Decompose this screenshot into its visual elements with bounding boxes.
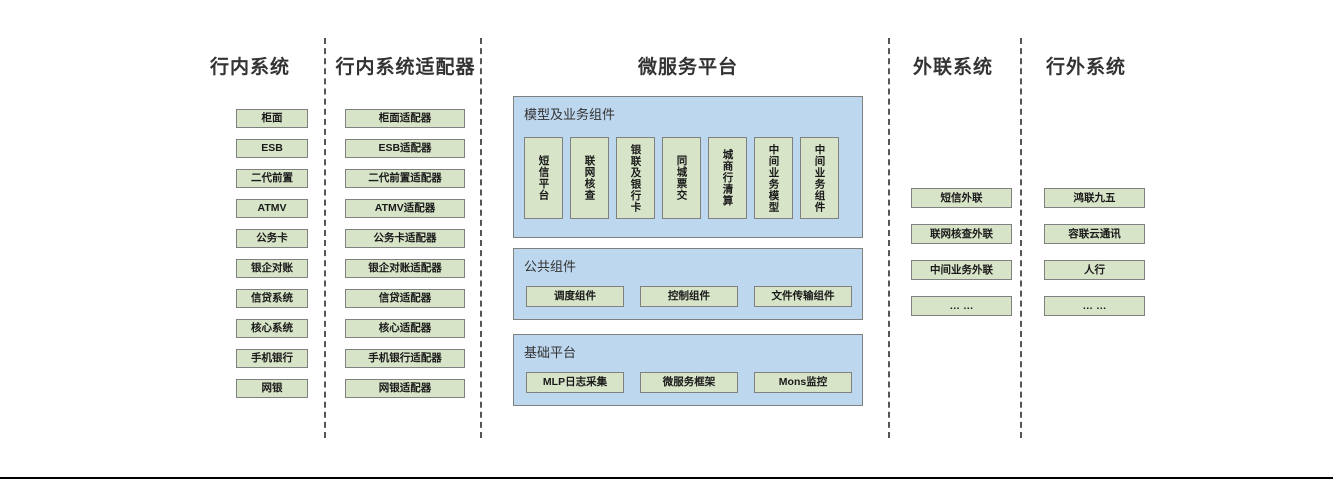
divider-1 (324, 38, 326, 438)
node-external-link-system[interactable]: … … (911, 296, 1012, 316)
node-model-component[interactable]: 城商行清算 (708, 137, 747, 219)
node-outside-bank-system[interactable]: 鸿联九五 (1044, 188, 1145, 208)
panel-base-platform: 基础平台 (513, 334, 863, 406)
node-internal-adapter[interactable]: ESB适配器 (345, 139, 465, 158)
node-internal-system[interactable]: ATMV (236, 199, 308, 218)
node-external-link-system[interactable]: 中间业务外联 (911, 260, 1012, 280)
column-title-internal-systems: 行内系统 (209, 57, 290, 78)
panel-label-public-components: 公共组件 (524, 259, 577, 274)
column-title-internal-adapters: 行内系统适配器 (335, 57, 476, 78)
divider-2 (480, 38, 482, 438)
node-external-link-system[interactable]: 短信外联 (911, 188, 1012, 208)
node-internal-adapter[interactable]: 公务卡适配器 (345, 229, 465, 248)
node-internal-system[interactable]: 网银 (236, 379, 308, 398)
node-internal-adapter[interactable]: 信贷适配器 (345, 289, 465, 308)
node-model-component[interactable]: 银联及银行卡 (616, 137, 655, 219)
node-outside-bank-system[interactable]: 容联云通讯 (1044, 224, 1145, 244)
panel-label-model-business-components: 模型及业务组件 (524, 107, 616, 122)
node-internal-system[interactable]: 柜面 (236, 109, 308, 128)
node-internal-adapter[interactable]: ATMV适配器 (345, 199, 465, 218)
node-model-component[interactable]: 同城票交 (662, 137, 701, 219)
node-model-component[interactable]: 联网核查 (570, 137, 609, 219)
node-base-platform-component[interactable]: MLP日志采集 (526, 372, 624, 393)
node-internal-system[interactable]: ESB (236, 139, 308, 158)
node-model-component[interactable]: 短信平台 (524, 137, 563, 219)
node-internal-system[interactable]: 手机银行 (236, 349, 308, 368)
divider-3 (888, 38, 890, 438)
node-outside-bank-system[interactable]: 人行 (1044, 260, 1145, 280)
column-title-outside-bank-systems: 行外系统 (1045, 57, 1126, 78)
node-public-component[interactable]: 调度组件 (526, 286, 624, 307)
node-internal-adapter[interactable]: 柜面适配器 (345, 109, 465, 128)
node-internal-adapter[interactable]: 银企对账适配器 (345, 259, 465, 278)
panel-label-base-platform: 基础平台 (524, 345, 577, 360)
node-outside-bank-system[interactable]: … … (1044, 296, 1145, 316)
node-base-platform-component[interactable]: 微服务框架 (640, 372, 738, 393)
node-internal-system[interactable]: 核心系统 (236, 319, 308, 338)
bottom-divider (0, 477, 1333, 479)
node-internal-system[interactable]: 公务卡 (236, 229, 308, 248)
node-public-component[interactable]: 文件传输组件 (754, 286, 852, 307)
column-title-microservice-platform: 微服务平台 (637, 57, 738, 78)
node-model-component[interactable]: 中间业务模型 (754, 137, 793, 219)
node-base-platform-component[interactable]: Mons监控 (754, 372, 852, 393)
node-external-link-system[interactable]: 联网核查外联 (911, 224, 1012, 244)
node-model-component[interactable]: 中间业务组件 (800, 137, 839, 219)
panel-public-components: 公共组件 (513, 248, 863, 320)
column-title-external-link-systems: 外联系统 (912, 57, 993, 78)
node-internal-system[interactable]: 银企对账 (236, 259, 308, 278)
node-public-component[interactable]: 控制组件 (640, 286, 738, 307)
node-internal-adapter[interactable]: 核心适配器 (345, 319, 465, 338)
divider-4 (1020, 38, 1022, 438)
node-internal-adapter[interactable]: 网银适配器 (345, 379, 465, 398)
node-internal-adapter[interactable]: 二代前置适配器 (345, 169, 465, 188)
node-internal-adapter[interactable]: 手机银行适配器 (345, 349, 465, 368)
node-internal-system[interactable]: 信贷系统 (236, 289, 308, 308)
node-internal-system[interactable]: 二代前置 (236, 169, 308, 188)
